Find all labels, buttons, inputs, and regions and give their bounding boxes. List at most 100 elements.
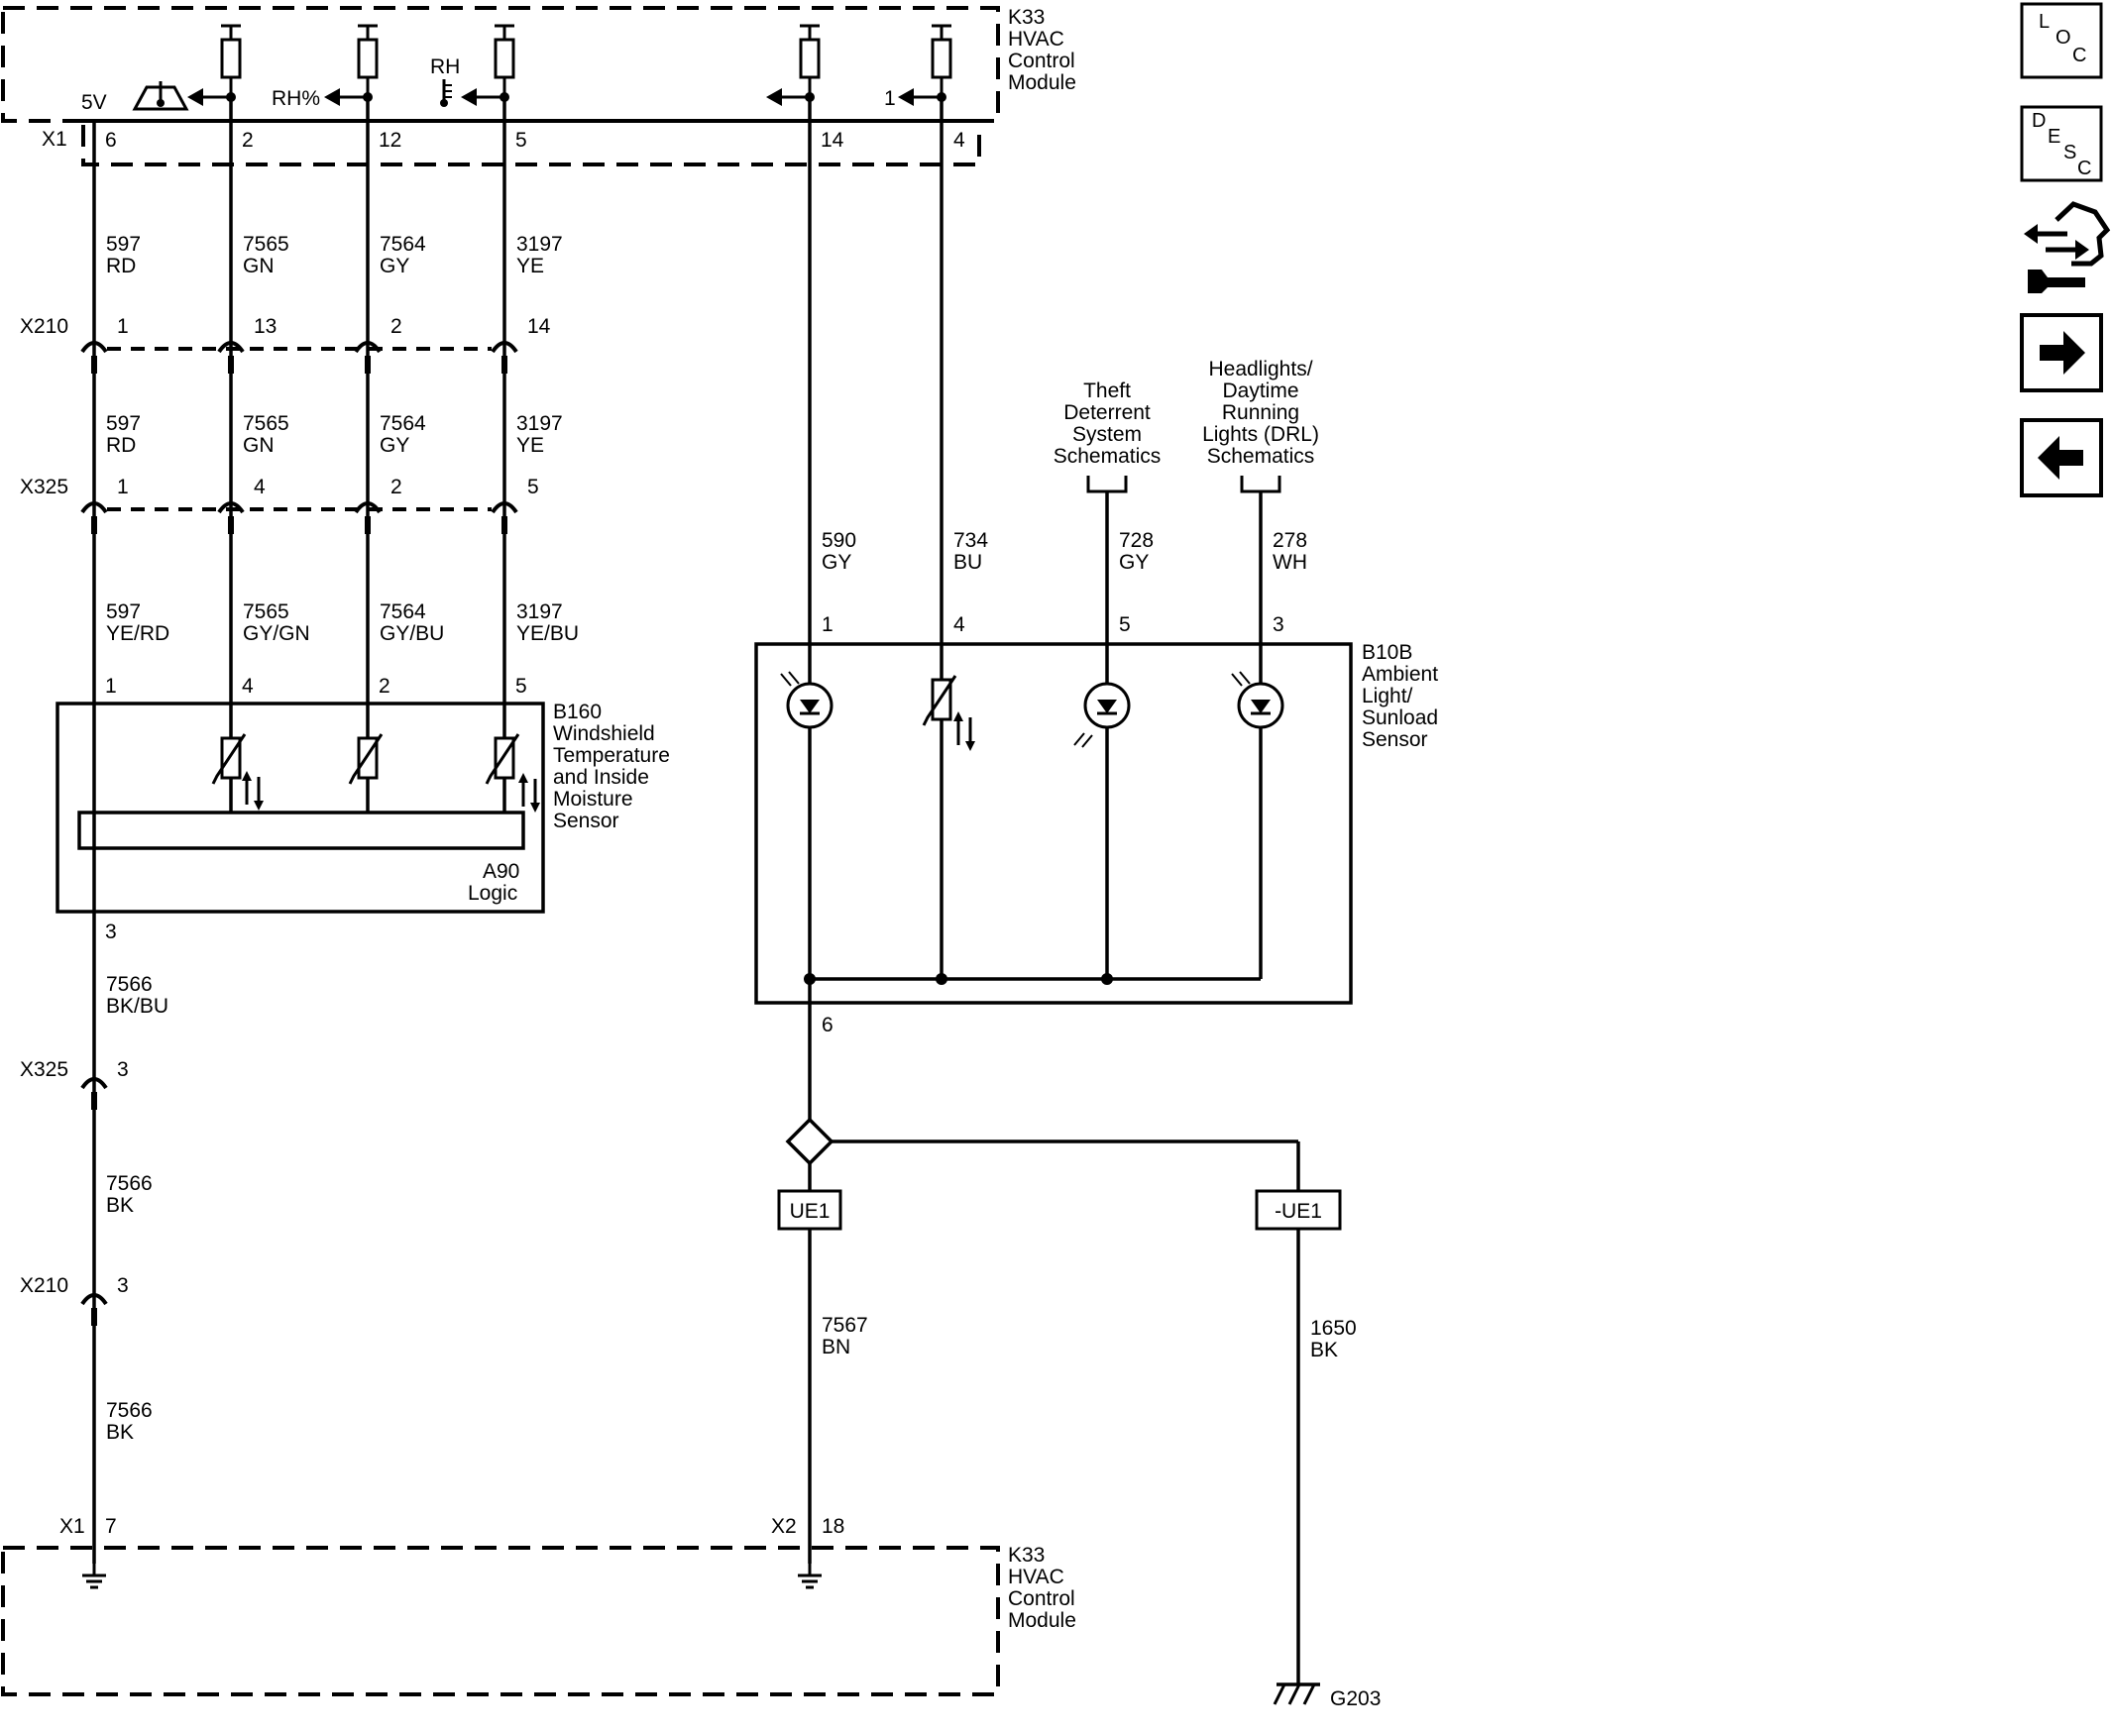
svg-text:597: 597 — [106, 600, 141, 623]
wire-labels-segment-c: 597 YE/RD 7565 GY/GN 7564 GY/BU 3197 YE/… — [106, 600, 579, 645]
led-emitter-icon — [1083, 682, 1131, 729]
svg-text:X325: X325 — [20, 1058, 68, 1081]
svg-text:X2: X2 — [771, 1515, 797, 1538]
svg-text:X325: X325 — [20, 476, 68, 498]
svg-text:C: C — [2072, 45, 2086, 66]
svg-text:2: 2 — [379, 675, 390, 698]
svg-text:7567: 7567 — [822, 1314, 868, 1337]
svg-text:5: 5 — [1119, 613, 1131, 636]
top-module-connector: X1 — [42, 128, 67, 151]
svg-text:Sensor: Sensor — [1362, 728, 1428, 751]
svg-text:GY/BU: GY/BU — [380, 622, 444, 645]
svg-text:7565: 7565 — [243, 412, 289, 435]
svg-text:System: System — [1072, 423, 1142, 446]
a90-name: Logic — [468, 882, 517, 905]
svg-text:Headlights/: Headlights/ — [1208, 358, 1312, 380]
svg-text:BK: BK — [106, 1421, 134, 1444]
top-pin-4: 4 — [953, 129, 965, 152]
svg-text:7566: 7566 — [106, 973, 153, 996]
svg-text:7565: 7565 — [243, 233, 289, 256]
svg-text:6: 6 — [822, 1014, 833, 1036]
ground-path-labels: 7566 BK/BU X325 3 7566 BK X210 3 7566 BK — [20, 973, 168, 1444]
svg-text:278: 278 — [1273, 529, 1307, 552]
svg-text:1: 1 — [105, 675, 117, 698]
svg-text:3: 3 — [117, 1058, 129, 1081]
svg-text:7564: 7564 — [380, 600, 426, 623]
svg-text:RD: RD — [106, 434, 136, 457]
wire-labels-segment-a: 597 RD 7565 GN 7564 GY 3197 YE — [106, 233, 563, 277]
previous-page-arrow-icon[interactable] — [2020, 418, 2103, 497]
top-module-name-2: Control — [1008, 50, 1075, 72]
thermometer-icon — [440, 79, 452, 107]
inline-connector-x325-top: X325 1 4 2 5 — [20, 476, 539, 536]
svg-text:O: O — [2055, 27, 2071, 49]
svg-text:S: S — [2063, 142, 2076, 163]
svg-text:GY/GN: GY/GN — [243, 622, 310, 645]
svg-text:597: 597 — [106, 233, 141, 256]
svg-text:GY: GY — [822, 551, 851, 574]
signal-1-label: 1 — [884, 87, 896, 110]
svg-text:1: 1 — [117, 476, 129, 498]
svg-text:728: 728 — [1119, 529, 1154, 552]
svg-text:BK/BU: BK/BU — [106, 995, 168, 1018]
svg-text:X210: X210 — [20, 315, 68, 338]
svg-text:734: 734 — [953, 529, 988, 552]
windshield-defog-icon — [132, 81, 189, 111]
svg-text:G203: G203 — [1330, 1687, 1381, 1710]
option-not-ue1: -UE1 — [1275, 1200, 1322, 1223]
b10b-ambient-light-sensor: 1 4 5 3 B10B Ambient Light/ Sunload Sens… — [754, 613, 1438, 1036]
next-page-arrow-icon[interactable] — [2020, 313, 2103, 392]
svg-text:2: 2 — [390, 315, 402, 338]
svg-text:Schematics: Schematics — [1207, 445, 1315, 468]
svg-text:4: 4 — [953, 613, 965, 636]
svg-text:7: 7 — [105, 1515, 117, 1538]
svg-text:Schematics: Schematics — [1054, 445, 1162, 468]
b160-windshield-sensor: 1 4 2 5 B160 Windshield Temperature and … — [56, 675, 670, 943]
svg-text:5: 5 — [527, 476, 539, 498]
signal-rh-pct-label: RH% — [272, 87, 320, 110]
svg-text:YE: YE — [516, 255, 544, 277]
svg-text:Sunload: Sunload — [1362, 706, 1438, 729]
top-pin-5: 5 — [515, 129, 527, 152]
svg-text:4: 4 — [242, 675, 254, 698]
hvac-control-module-top: K33 HVAC Control Module X1 5V RH% RH — [1, 6, 1076, 166]
svg-text:3197: 3197 — [516, 233, 563, 256]
top-pin-14: 14 — [821, 129, 844, 152]
svg-text:Deterrent: Deterrent — [1063, 401, 1151, 424]
svg-text:RD: RD — [106, 255, 136, 277]
svg-text:2: 2 — [390, 476, 402, 498]
svg-text:Ambient: Ambient — [1362, 663, 1438, 686]
svg-text:X1: X1 — [59, 1515, 85, 1538]
svg-text:14: 14 — [527, 315, 551, 338]
svg-text:YE/BU: YE/BU — [516, 622, 579, 645]
svg-text:597: 597 — [106, 412, 141, 435]
loc-button[interactable]: L O C — [2020, 2, 2103, 79]
b160-ref: B160 — [553, 701, 602, 723]
svg-text:HVAC: HVAC — [1008, 1566, 1064, 1588]
connector-locator-icon[interactable] — [2024, 201, 2111, 293]
svg-text:GN: GN — [243, 434, 275, 457]
right-circuit-wires — [808, 97, 1300, 1684]
svg-text:3197: 3197 — [516, 412, 563, 435]
svg-text:Theft: Theft — [1083, 380, 1131, 402]
svg-text:4: 4 — [254, 476, 266, 498]
wire-labels-segment-b: 597 RD 7565 GN 7564 GY 3197 YE — [106, 412, 563, 457]
svg-text:13: 13 — [254, 315, 277, 338]
desc-button[interactable]: D E S C — [2020, 105, 2103, 182]
svg-text:C: C — [2077, 158, 2091, 179]
svg-text:X210: X210 — [20, 1274, 68, 1297]
svg-text:K33: K33 — [1008, 1544, 1045, 1567]
svg-text:3: 3 — [1273, 613, 1284, 636]
top-pin-2: 2 — [242, 129, 254, 152]
svg-text:Running: Running — [1222, 401, 1299, 424]
temperature-sensor-icon — [922, 674, 957, 727]
b10b-wire-labels: 590 GY 734 BU 728 GY 278 WH — [822, 529, 1307, 574]
top-module-name-3: Module — [1008, 71, 1076, 94]
signal-5v-label: 5V — [81, 91, 107, 114]
svg-text:Lights (DRL): Lights (DRL) — [1202, 423, 1319, 446]
svg-text:BU: BU — [953, 551, 982, 574]
svg-text:7565: 7565 — [243, 600, 289, 623]
svg-text:L: L — [2039, 11, 2050, 33]
reference-theft-deterrent: Theft Deterrent System Schematics — [1054, 380, 1162, 493]
